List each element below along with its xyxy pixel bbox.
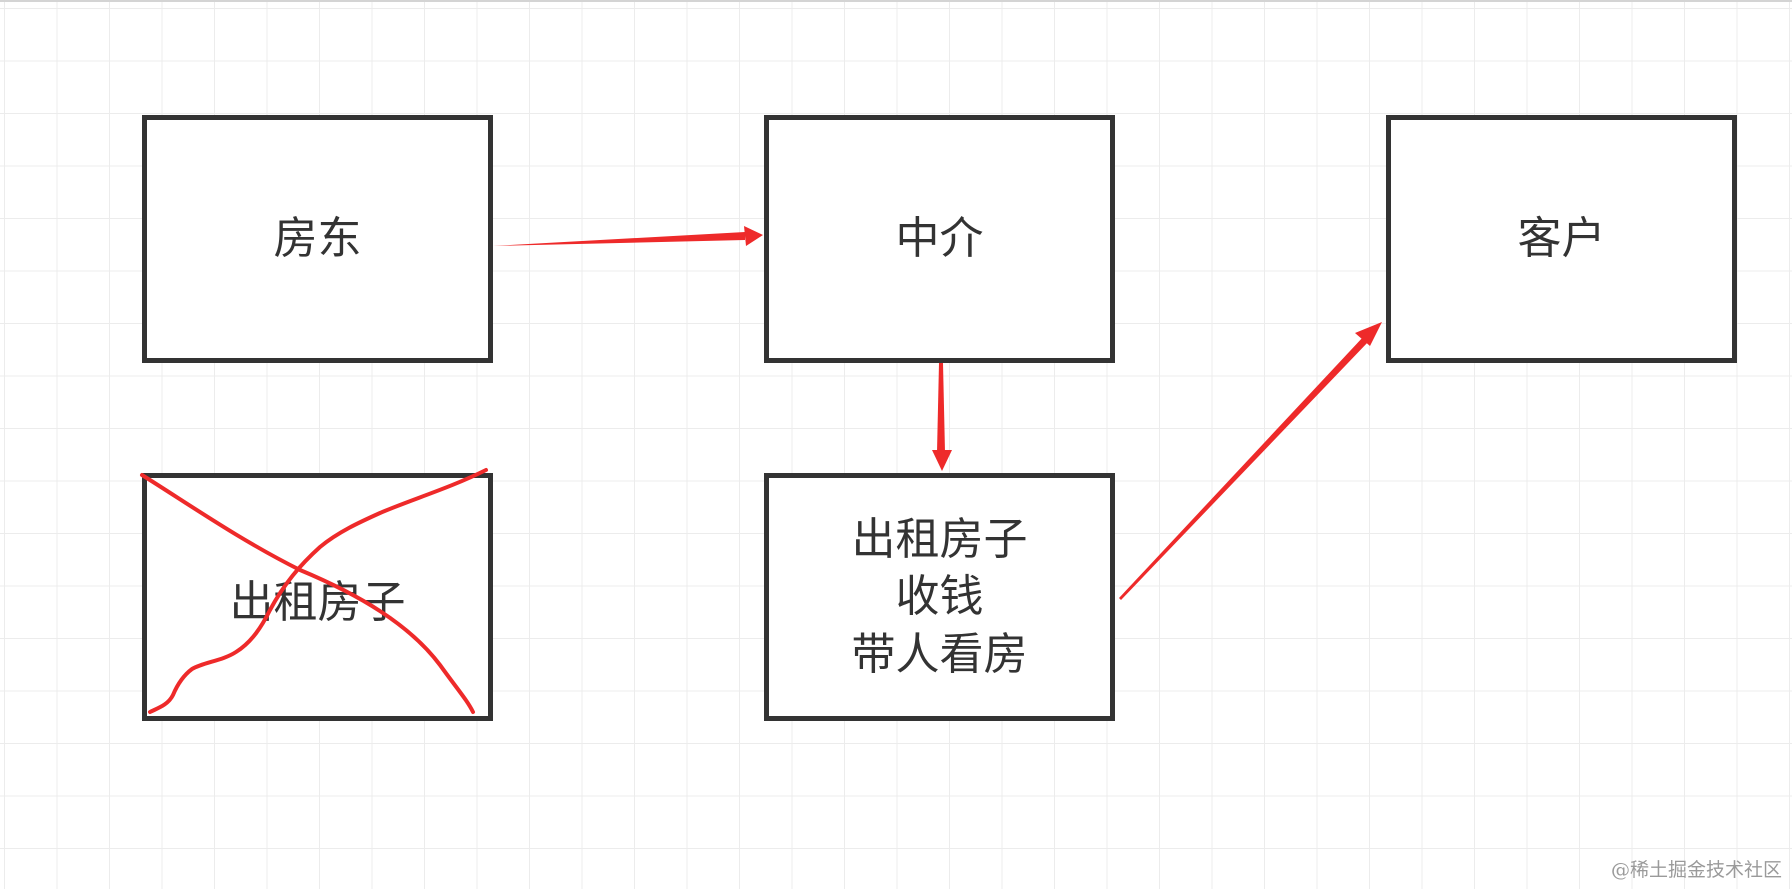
client-box[interactable]: 客户 bbox=[1386, 115, 1737, 363]
agent-box[interactable]: 中介 bbox=[764, 115, 1115, 363]
top-border bbox=[0, 0, 1792, 2]
crossed-out-box[interactable]: 出租房子 bbox=[142, 473, 493, 721]
landlord-label: 房东 bbox=[273, 213, 362, 265]
duty-rent-label: 出租房子 bbox=[851, 514, 1028, 566]
crossed-out-label: 出租房子 bbox=[229, 577, 406, 629]
duty-showing-label: 带人看房 bbox=[851, 628, 1028, 680]
watermark: @稀土掘金技术社区 bbox=[1610, 859, 1782, 881]
duty-collect-label: 收钱 bbox=[895, 571, 984, 623]
agent-duties-box[interactable]: 出租房子 收钱 带人看房 bbox=[764, 473, 1115, 721]
landlord-box[interactable]: 房东 bbox=[142, 115, 493, 363]
client-label: 客户 bbox=[1517, 213, 1606, 265]
agent-label: 中介 bbox=[895, 213, 984, 265]
